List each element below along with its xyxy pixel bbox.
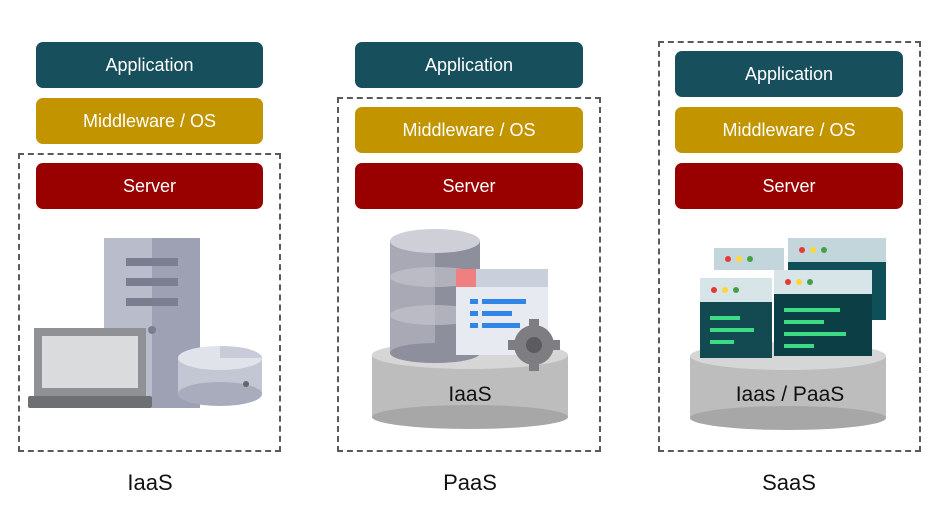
middleware-os-layer: Middleware / OS	[36, 98, 263, 144]
server-layer: Server	[355, 163, 583, 209]
middleware-os-layer: Middleware / OS	[675, 107, 903, 153]
server-layer: Server	[675, 163, 903, 209]
gear-icon	[508, 319, 560, 371]
server-layer: Server	[36, 163, 263, 209]
software-illustration	[690, 238, 886, 430]
column-caption: PaaS	[443, 470, 497, 495]
disk-drive-icon	[178, 346, 262, 406]
iaas-column: Application Middleware / OS Server IaaS	[0, 0, 300, 518]
application-layer: Application	[36, 42, 263, 88]
laptop-icon	[28, 328, 152, 408]
platform-base-label: IaaS	[448, 383, 492, 406]
managed-scope-boundary	[18, 153, 281, 452]
column-caption: IaaS	[127, 470, 173, 495]
paas-column: Application Middleware / OS Server	[320, 0, 620, 518]
application-layer: Application	[675, 51, 903, 97]
managed-scope-boundary	[658, 41, 921, 452]
platform-illustration	[372, 229, 568, 429]
saas-column: Application Middleware / OS Server	[640, 0, 940, 518]
application-layer: Application	[355, 42, 583, 88]
column-caption: SaaS	[762, 470, 816, 495]
managed-scope-boundary	[337, 97, 601, 452]
middleware-os-layer: Middleware / OS	[355, 107, 583, 153]
infrastructure-illustration	[28, 238, 262, 408]
platform-base-label: Iaas / PaaS	[735, 383, 845, 406]
server-rack-icon	[700, 238, 886, 358]
